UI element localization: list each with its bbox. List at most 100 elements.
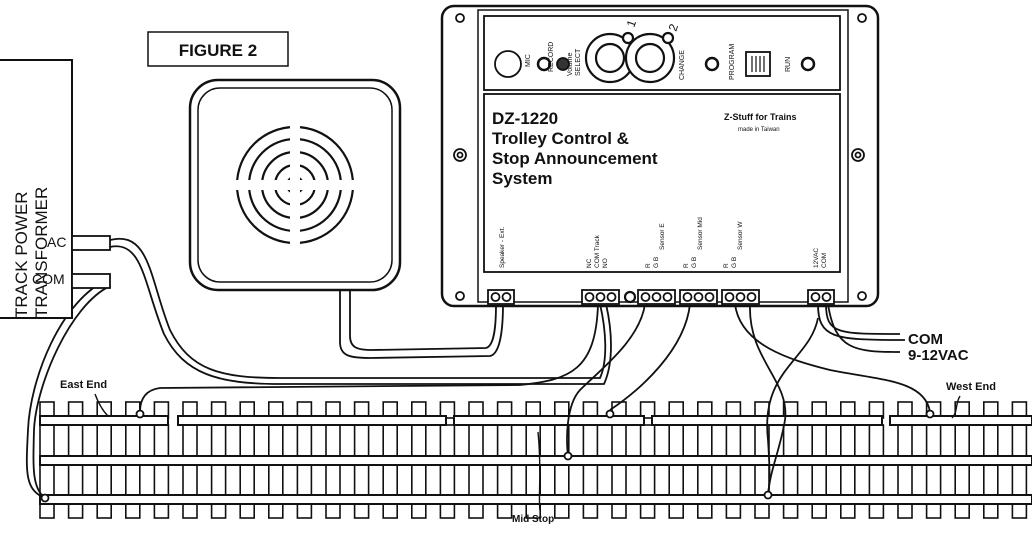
terminal-screw[interactable] xyxy=(821,292,832,302)
terminal-com-post xyxy=(71,273,111,289)
track-tie xyxy=(611,464,627,496)
sensor-mid-letters2: G B xyxy=(691,257,698,268)
dz-1220-controller: MIC RECORD Volume SELECT 1 2 CHANGE PROG… xyxy=(440,4,880,308)
track-tie xyxy=(725,424,742,457)
track-label-line3: NO xyxy=(602,258,609,268)
program-label: PROGRAM xyxy=(729,44,736,80)
product-name-line2: Stop Announcement xyxy=(492,149,658,168)
track-tie xyxy=(868,464,885,496)
mounting-screws xyxy=(453,13,867,301)
track-tie xyxy=(210,464,227,496)
track-tie xyxy=(668,424,685,457)
terminal-screw[interactable] xyxy=(651,292,662,302)
track-tie xyxy=(696,464,713,496)
track-tie xyxy=(639,401,656,419)
track-tie xyxy=(468,464,484,496)
track-tie xyxy=(954,464,971,496)
transformer-terminal-ac: AC xyxy=(47,234,66,250)
brand: Z-Stuff for Trains xyxy=(724,112,797,122)
track-tie xyxy=(325,464,341,496)
track-tie xyxy=(353,424,370,457)
track-tie xyxy=(897,464,913,496)
track-tie xyxy=(125,464,141,496)
volume-knob[interactable] xyxy=(556,57,570,71)
terminal-screw[interactable] xyxy=(746,292,757,302)
track-tie xyxy=(811,464,828,496)
track-tie xyxy=(696,424,713,457)
product-name-line3: System xyxy=(492,169,552,188)
track-tie xyxy=(96,424,112,457)
power-input-com: COM xyxy=(908,331,943,348)
rail-bottom xyxy=(39,494,1032,505)
track-tie xyxy=(582,424,599,457)
run-label: RUN xyxy=(785,57,792,72)
sensor-w-label: Sensor W xyxy=(737,221,744,250)
terminal-screw[interactable] xyxy=(584,292,595,302)
terminal-screw[interactable] xyxy=(662,292,673,302)
track-tie xyxy=(325,424,341,457)
program-button[interactable] xyxy=(704,56,720,72)
volume-label: Volume xyxy=(567,53,574,76)
track-tie xyxy=(839,424,856,457)
track-tie xyxy=(410,424,427,457)
transformer-title-line2: TRANSFORMER xyxy=(32,187,51,318)
rail-middle xyxy=(39,455,1032,466)
track-tie xyxy=(582,464,599,496)
sensor-w-letters2: G B xyxy=(731,257,738,268)
track-tie xyxy=(182,464,198,496)
track-tie xyxy=(439,401,456,419)
track-tie xyxy=(439,464,456,496)
track-tie xyxy=(553,464,570,496)
west-end-label: West End xyxy=(946,381,996,393)
switch-ridges xyxy=(751,56,765,72)
track-tie xyxy=(525,464,542,496)
track-tie xyxy=(839,464,856,496)
status-led xyxy=(623,290,637,304)
track-tie xyxy=(382,464,399,496)
figure-label-box xyxy=(147,31,289,67)
change-label: CHANGE xyxy=(679,50,686,80)
track-tie xyxy=(639,424,656,457)
power-input-voltage: 9-12VAC xyxy=(908,347,969,364)
figure-label: FIGURE 2 xyxy=(179,41,257,60)
terminal-screw[interactable] xyxy=(735,292,746,302)
terminal-screw[interactable] xyxy=(501,292,512,302)
terminal-ac-post xyxy=(71,235,111,251)
terminal-screw[interactable] xyxy=(595,292,606,302)
terminal-screw[interactable] xyxy=(682,292,693,302)
track-tie xyxy=(982,424,999,457)
east-end-label: East End xyxy=(60,379,107,391)
record-label: RECORD xyxy=(548,42,555,72)
speaker xyxy=(188,78,402,292)
program-run-switch[interactable] xyxy=(745,51,771,77)
power-label-line2: COM xyxy=(821,253,828,268)
track-tie xyxy=(210,424,227,457)
track-tie xyxy=(925,424,942,457)
track-tie xyxy=(267,424,284,457)
track-tie xyxy=(468,424,484,457)
sensor-mid-label: Sensor Mid xyxy=(697,217,704,250)
track xyxy=(39,401,1032,519)
track-tie xyxy=(153,424,170,457)
sensor-e-label: Sensor E xyxy=(659,223,666,250)
track-tie xyxy=(1011,464,1028,496)
terminal-screw[interactable] xyxy=(640,292,651,302)
track-tie xyxy=(439,424,456,457)
terminal-screw[interactable] xyxy=(693,292,704,302)
track-label-line2: COM Track xyxy=(594,234,601,268)
terminal-screw[interactable] xyxy=(490,292,501,302)
track-tie xyxy=(296,464,313,496)
track-tie xyxy=(153,464,170,496)
track-tie xyxy=(725,464,742,496)
terminal-screw[interactable] xyxy=(606,292,617,302)
record-button[interactable] xyxy=(536,56,552,72)
track-tie xyxy=(39,424,55,457)
track-power-transformer: TRACK POWER TRANSFORMER AC COM xyxy=(0,59,111,319)
terminal-screw[interactable] xyxy=(810,292,821,302)
terminal-screw[interactable] xyxy=(704,292,715,302)
terminal-screw[interactable] xyxy=(724,292,735,302)
track-tie xyxy=(982,464,999,496)
sensor-e-letters: R xyxy=(645,263,652,268)
track-tie xyxy=(39,464,55,496)
